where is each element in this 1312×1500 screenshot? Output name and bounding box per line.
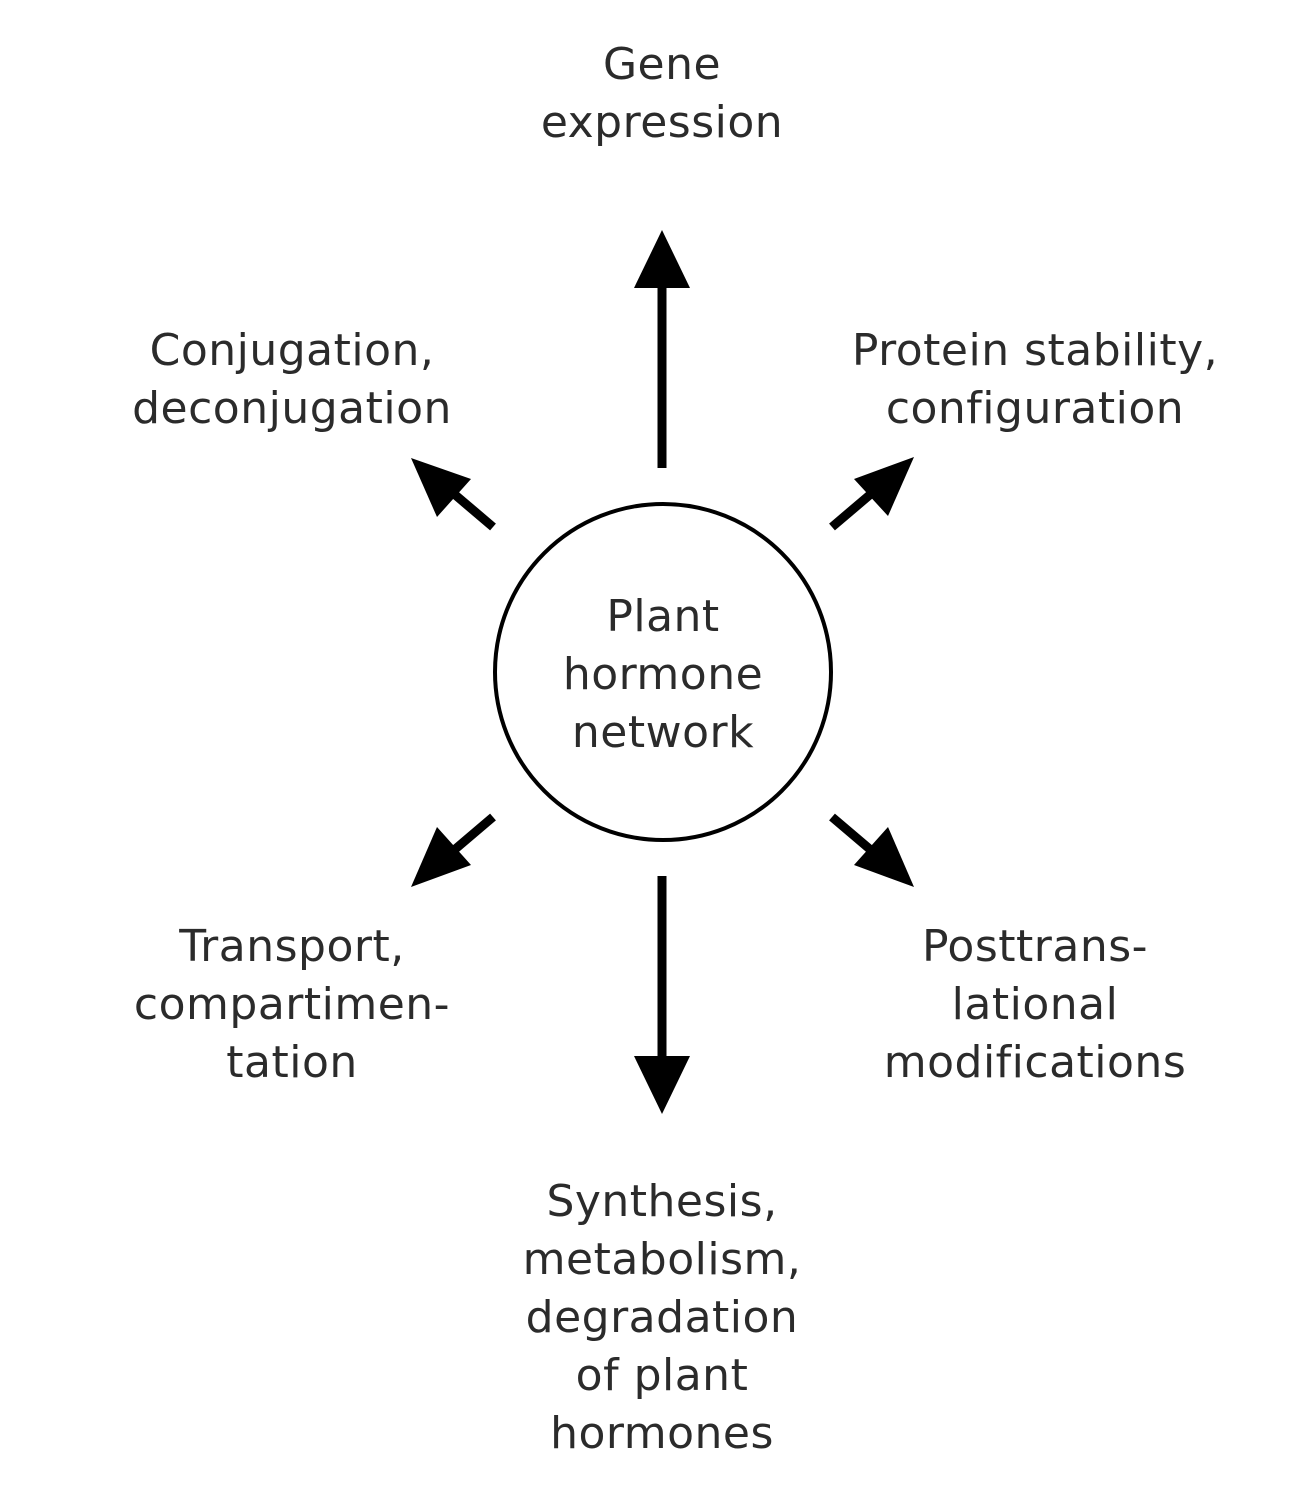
node-label-protein-stability: Protein stability, configuration [810, 322, 1260, 438]
node-label-line: deconjugation [132, 383, 452, 434]
node-label-line: Gene [602, 39, 722, 90]
node-label-line: expression [540, 97, 784, 148]
node-label-line: Synthesis, [546, 1176, 778, 1227]
node-label-transport: Transport, compartimen- tation [92, 918, 492, 1092]
node-label-line: Posttrans- [921, 921, 1149, 972]
node-label-line: of plant [575, 1350, 749, 1401]
node-label-line: Protein stability, [851, 325, 1219, 376]
node-label-line: hormones [550, 1408, 774, 1459]
node-label-line: tation [226, 1037, 358, 1088]
center-label-line: hormone [562, 649, 764, 700]
arrow-up [634, 230, 690, 468]
center-circle [493, 502, 833, 842]
node-label-synthesis: Synthesis, metabolism, degradation of pl… [462, 1173, 862, 1463]
node-label-line: configuration [885, 383, 1185, 434]
node-label-line: degradation [525, 1292, 799, 1343]
arrow-down-right [829, 813, 914, 887]
arrow-up-left [411, 458, 496, 531]
arrow-up-right [829, 457, 914, 531]
center-label-line: Plant [606, 591, 720, 642]
node-label-posttranslational: Posttrans- lational modifications [835, 918, 1235, 1092]
node-label-line: modifications [883, 1037, 1187, 1088]
node-label-gene-expression: Gene expression [432, 36, 892, 152]
node-label-line: lational [951, 979, 1119, 1030]
arrow-down-left [411, 813, 496, 887]
node-label-line: compartimen- [133, 979, 451, 1030]
node-label-conjugation: Conjugation, deconjugation [92, 322, 492, 438]
node-label-line: Transport, [179, 921, 405, 972]
node-label-line: metabolism, [522, 1234, 802, 1285]
center-label: Plant hormone network [495, 588, 831, 762]
arrow-down [634, 876, 690, 1114]
center-label-line: network [571, 707, 755, 758]
node-label-line: Conjugation, [149, 325, 435, 376]
